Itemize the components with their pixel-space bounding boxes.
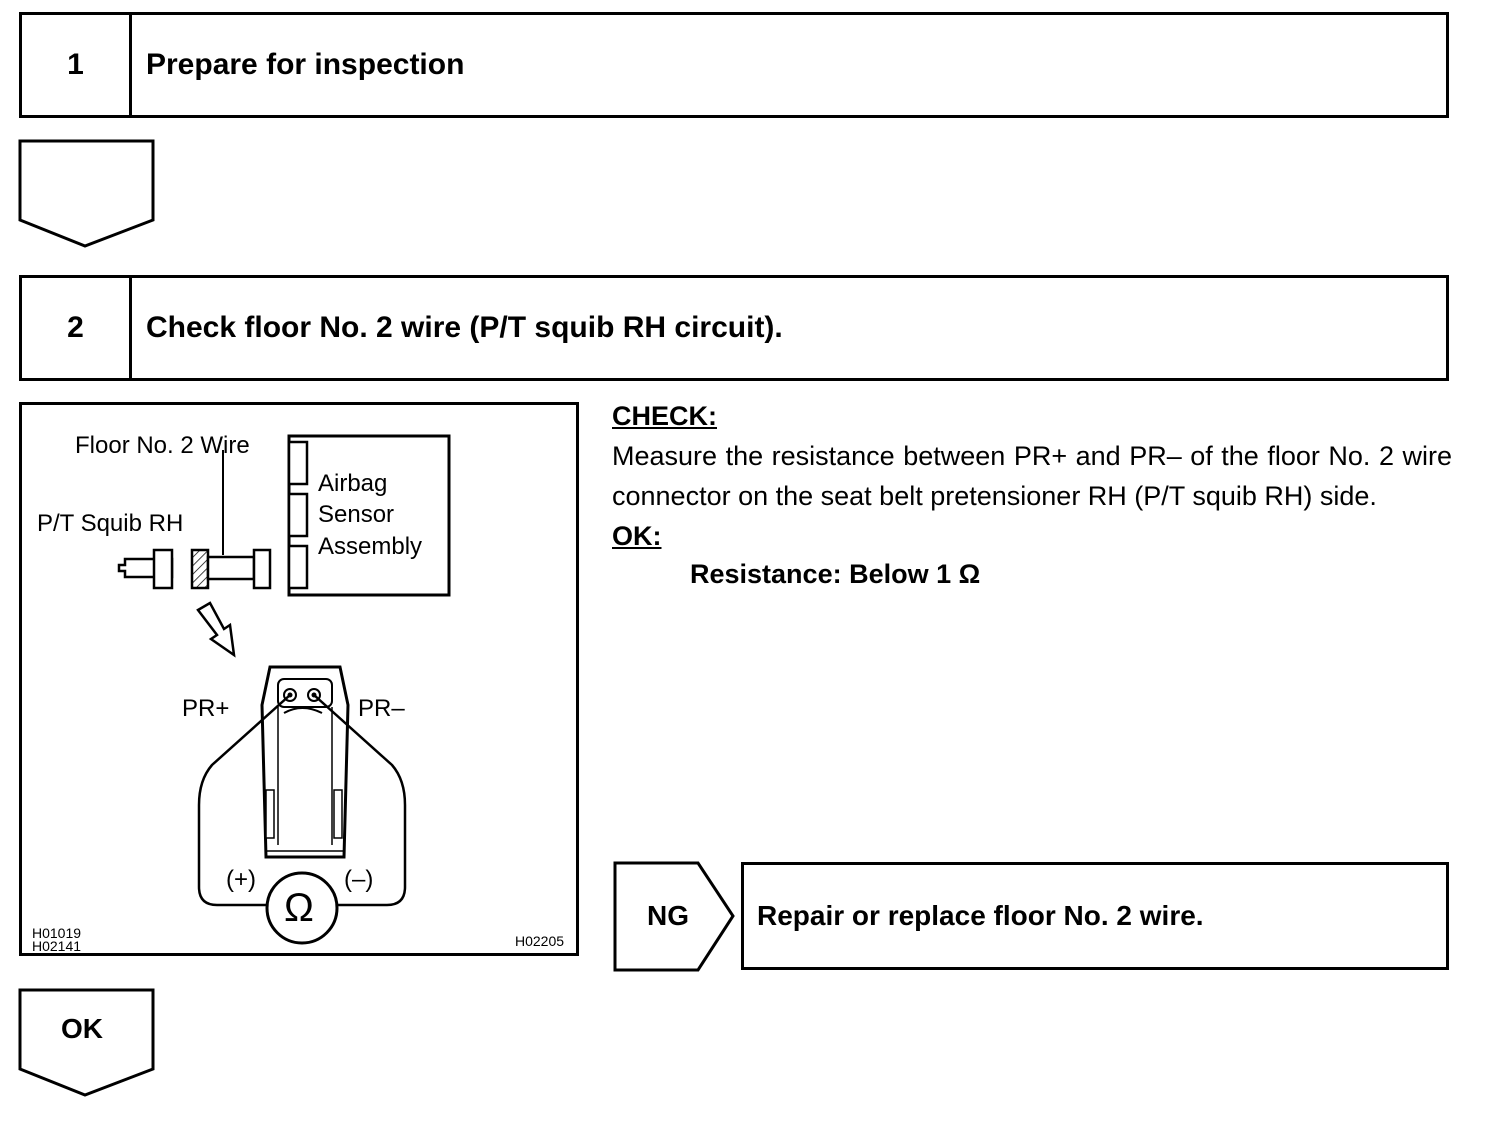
figure-code-3: H02205 [515, 933, 565, 949]
check-section: CHECK: Measure the resistance between PR… [612, 396, 1452, 594]
view-arrow [196, 601, 236, 658]
positive-lead [197, 694, 291, 907]
connector-face [260, 665, 350, 859]
pr-plus-label: PR+ [182, 695, 230, 722]
step-1-box: 1 Prepare for inspection [19, 12, 1449, 118]
ng-action-box: Repair or replace floor No. 2 wire. [741, 862, 1449, 970]
sensor-label-3: Assembly [318, 533, 423, 560]
floor-wire-label: Floor No. 2 Wire [75, 432, 250, 459]
continue-arrow [18, 139, 155, 248]
figure-code-2: H02141 [32, 938, 82, 954]
airbag-sensor-box [287, 434, 451, 597]
squib-label: P/T Squib RH [37, 510, 184, 537]
ok-heading: OK: [612, 521, 662, 551]
step-2-number: 2 [22, 278, 132, 378]
figure-code-1: H01019 [32, 925, 82, 941]
hatched-connector [190, 548, 210, 590]
ok-label: OK [61, 1013, 103, 1044]
ohmmeter [265, 871, 339, 945]
ng-label: NG [647, 900, 689, 931]
ng-action-text: Repair or replace floor No. 2 wire. [757, 900, 1204, 931]
sensor-label-2: Sensor [318, 501, 395, 528]
ng-arrow [613, 861, 735, 972]
sensor-label-1: Airbag [318, 470, 388, 497]
pr-minus-label: PR– [358, 695, 405, 722]
negative-lead [313, 694, 407, 907]
step-1-number: 1 [22, 15, 132, 115]
check-instructions: Measure the resistance between PR+ and P… [612, 441, 1452, 511]
step-2-box: 2 Check floor No. 2 wire (P/T squib RH c… [19, 275, 1449, 381]
step-2-title: Check floor No. 2 wire (P/T squib RH cir… [146, 311, 783, 344]
ok-arrow [18, 988, 155, 1097]
resistance-spec: Resistance: Below 1 Ω [690, 559, 981, 589]
meter-minus-label: (–) [344, 866, 374, 893]
meter-plus-label: (+) [226, 866, 256, 893]
wiring-illustration: Floor No. 2 Wire P/T Squib RH Airbag Sen… [19, 402, 579, 956]
wiring-drawing [117, 434, 451, 945]
step-1-title: Prepare for inspection [146, 48, 465, 81]
ohm-symbol: Ω [284, 886, 314, 930]
check-heading: CHECK: [612, 401, 717, 431]
